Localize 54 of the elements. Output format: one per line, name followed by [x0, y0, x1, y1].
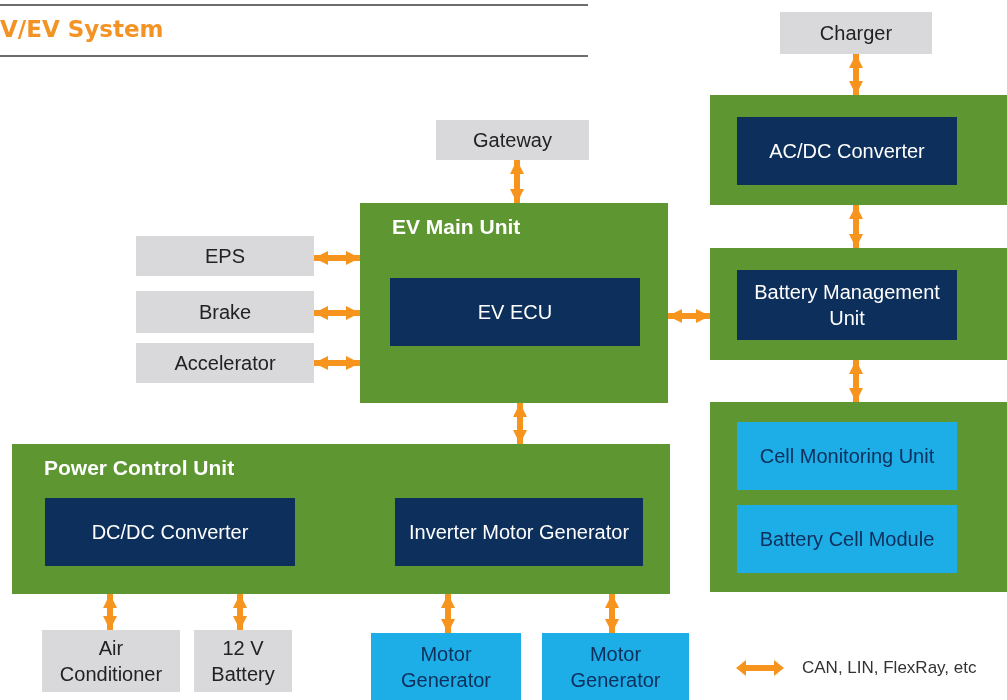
- module-box: [542, 633, 689, 700]
- box-label: Air Conditioner: [58, 636, 164, 687]
- unit-panel: [710, 248, 1007, 360]
- double-arrow: [668, 309, 710, 323]
- module-box: [395, 498, 643, 566]
- module-box: [390, 278, 640, 346]
- module-box: [371, 633, 521, 700]
- double-arrow: [513, 403, 527, 444]
- unit-panel: [360, 203, 668, 403]
- double-arrow: [510, 160, 524, 203]
- box-label: Motor Generator: [569, 641, 662, 693]
- component-box: [42, 630, 180, 692]
- box-label: EV ECU: [476, 300, 554, 325]
- box-label: EPS: [204, 244, 246, 269]
- unit-panel: [710, 95, 1007, 205]
- diagram-title: V/EV System: [0, 16, 164, 42]
- component-box: [136, 291, 314, 333]
- module-box: [737, 270, 957, 340]
- double-arrow: [233, 594, 247, 630]
- module-box: [737, 505, 957, 573]
- box-label: DC/DC Converter: [90, 520, 250, 545]
- double-arrow: [849, 54, 863, 95]
- module-box: [45, 498, 295, 566]
- box-label: Inverter Motor Generator: [407, 520, 631, 545]
- component-box: [436, 120, 589, 160]
- double-arrow: [314, 356, 360, 370]
- component-box: [136, 343, 314, 383]
- component-box: [194, 630, 292, 692]
- box-label: AC/DC Converter: [768, 139, 926, 164]
- double-arrow: [441, 594, 455, 633]
- component-box: [136, 236, 314, 276]
- box-label: Cell Monitoring Unit: [758, 444, 936, 469]
- legend-label: CAN, LIN, FlexRay, etc: [802, 658, 977, 678]
- unit-heading: EV Main Unit: [392, 215, 521, 239]
- module-box: [737, 117, 957, 185]
- component-box: [780, 12, 932, 54]
- module-box: [737, 422, 957, 490]
- double-arrow: [849, 360, 863, 402]
- double-arrow: [103, 594, 117, 630]
- box-label: Charger: [818, 21, 894, 46]
- double-arrow: [605, 594, 619, 633]
- unit-panel: [710, 402, 1007, 592]
- box-label: Gateway: [472, 128, 553, 153]
- box-label: Accelerator: [173, 351, 277, 376]
- box-label: Battery Cell Module: [758, 527, 936, 552]
- box-label: Brake: [197, 300, 253, 325]
- box-label: 12 V Battery: [210, 636, 276, 687]
- double-arrow: [314, 306, 360, 320]
- box-label: Battery Management Unit: [753, 280, 941, 331]
- double-arrow: [849, 205, 863, 248]
- unit-panel: [12, 444, 670, 594]
- double-arrow: [314, 251, 360, 265]
- unit-heading: Power Control Unit: [44, 456, 235, 480]
- box-label: Motor Generator: [399, 641, 493, 693]
